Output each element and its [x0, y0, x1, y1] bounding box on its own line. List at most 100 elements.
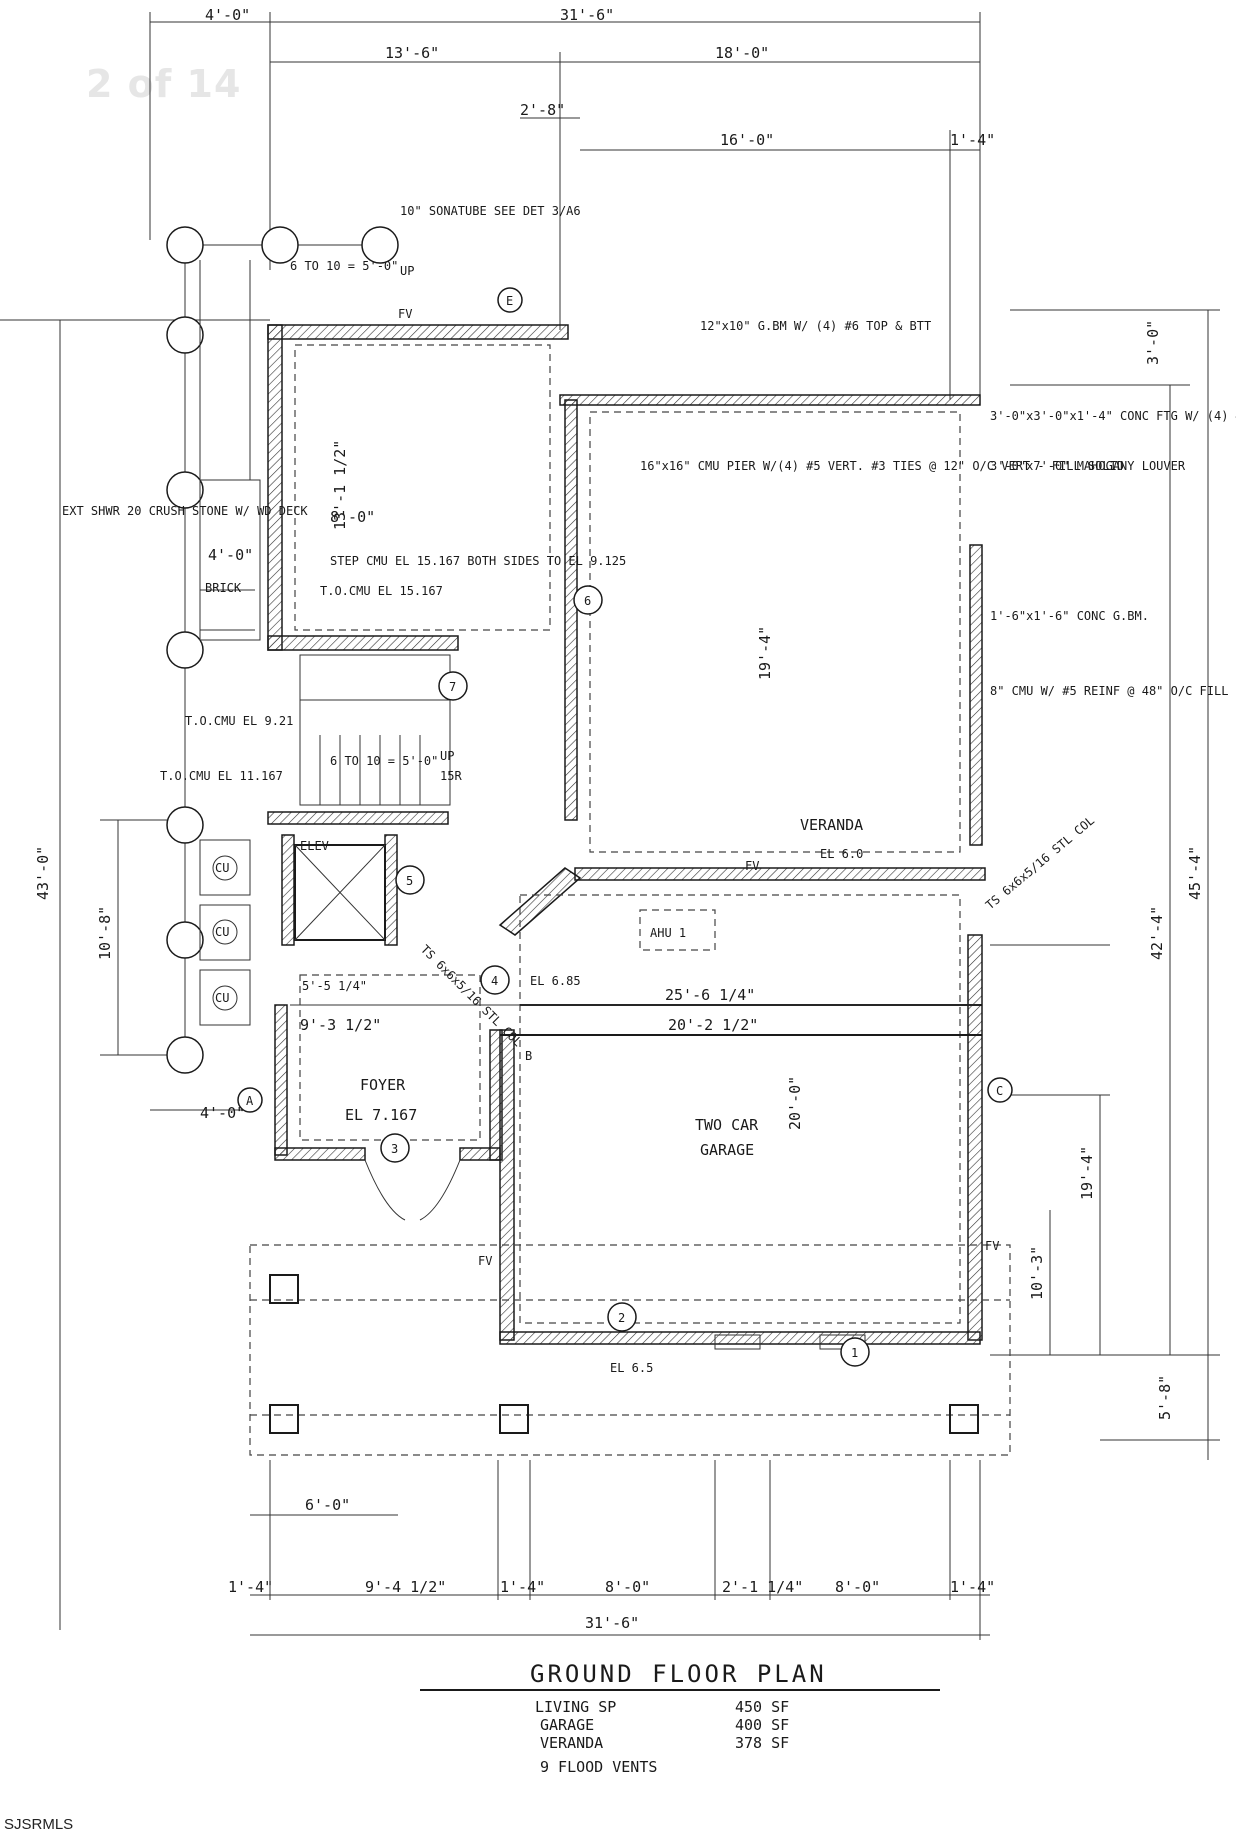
note-beam: 12"x10" G.BM W/ (4) #6 TOP & BTT	[700, 319, 931, 333]
construction-notes: 10" SONATUBE SEE DET 3/A6 12"x10" G.BM W…	[62, 204, 1236, 1375]
flood-vents: 9 FLOOD VENTS	[540, 1758, 657, 1776]
note-ts-col: TS 6x6x5/16 STL COL	[418, 942, 525, 1049]
tag-5: 5	[406, 874, 413, 888]
cu-1: CU	[215, 861, 229, 875]
dim-top-e: 1'-4"	[950, 131, 995, 149]
mls-footer: SJSRMLS	[4, 1816, 74, 1833]
grid-e: E	[506, 294, 513, 308]
label-up-2: UP	[440, 749, 454, 763]
tag-3: 3	[391, 1142, 398, 1156]
tag-1: 1	[851, 1346, 858, 1360]
area-label-2: GARAGE	[540, 1716, 594, 1734]
note-shower: EXT SHWR 20 CRUSH STONE W/ WD DECK	[62, 504, 308, 518]
tag-4: 4	[491, 974, 498, 988]
key-tags: 1 2 3 4 5 6 7 A C E B	[237, 287, 1013, 1367]
area-label-1: LIVING SP	[535, 1698, 616, 1716]
note-step-cmu: STEP CMU EL 15.167 BOTH SIDES TO EL 9.12…	[330, 554, 626, 568]
dim-steps-mid: 6 TO 10 = 5'-0"	[330, 754, 438, 768]
tag-2: 2	[618, 1311, 625, 1325]
label-el-bottom: EL 6.5	[610, 1361, 653, 1375]
label-fv-4: FV	[985, 1239, 999, 1253]
dim-garage-h: 20'-0"	[786, 1076, 804, 1130]
label-el-mid: EL 6.85	[530, 974, 581, 988]
dim-top-d: 16'-0"	[720, 131, 774, 149]
dim-right-c: 10'-3"	[1028, 1246, 1046, 1300]
dim-bot-c: 1'-4"	[500, 1578, 545, 1596]
dim-right-a: 42'-4"	[1148, 906, 1166, 960]
label-up-15r: 15R	[440, 769, 462, 783]
cu-2: CU	[215, 925, 229, 939]
dim-bot-b: 9'-4 1/2"	[365, 1578, 446, 1596]
label-up: UP	[400, 264, 414, 278]
label-brick: BRICK	[205, 581, 242, 595]
dim-mid-b: 20'-2 1/2"	[668, 1016, 758, 1034]
tag-7: 7	[449, 680, 456, 694]
label-garage-1: TWO CAR	[695, 1116, 759, 1134]
note-toc1: T.O.CMU EL 15.167	[320, 584, 443, 598]
dim-left-4ft: 4'-0"	[200, 1104, 245, 1122]
label-foyer: FOYER	[360, 1076, 406, 1094]
dim-top-a: 13'-6"	[385, 44, 439, 62]
note-louver: 3'-0"x7'-0" MAHOGANY LOUVER	[990, 459, 1186, 473]
dim-step-w: 4'-0"	[208, 546, 253, 564]
dim-left-side: 10'-8"	[96, 906, 114, 960]
grid-a: A	[246, 1094, 254, 1108]
tag-6: 6	[584, 594, 591, 608]
label-foyer-el: EL 7.167	[345, 1106, 417, 1124]
dim-right-b: 19'-4"	[1078, 1146, 1096, 1200]
page-count-watermark: 2 of 14	[86, 62, 242, 106]
label-ahu: AHU 1	[650, 926, 686, 940]
porch-footings: 1'-4" 9'-4 1/2" 1'-4" 8'-0" 2'-1 1/4" 8'…	[228, 1244, 1011, 1640]
note-footing: 3'-0"x3'-0"x1'-4" CONC FTG W/ (4) #5 E.W…	[990, 409, 1236, 423]
dim-bot-d: 8'-0"	[605, 1578, 650, 1596]
dim-room-w: 8'-0"	[330, 508, 375, 526]
label-fv-2: FV	[745, 859, 759, 873]
dim-right-total: 45'-4"	[1186, 846, 1204, 900]
room-outlines	[199, 260, 982, 1350]
label-elev: ELEV	[300, 839, 329, 853]
dim-five-four: 5'-5 1/4"	[302, 979, 367, 993]
area-value-1: 450 SF	[735, 1698, 789, 1716]
area-value-3: 378 SF	[735, 1734, 789, 1752]
dim-top-left: 4'-0"	[205, 6, 250, 24]
cmu-walls	[267, 324, 986, 1345]
dim-steps-top: 6 TO 10 = 5'-0"	[290, 259, 398, 273]
label-garage-2: GARAGE	[700, 1141, 754, 1159]
note-signature: 10" SONATUBE SEE DET 3/A6	[400, 204, 581, 218]
dim-foyer-w: 9'-3 1/2"	[300, 1016, 381, 1034]
dim-bot-e: 2'-1 1/4"	[722, 1578, 803, 1596]
label-veranda-el: EL 6.0	[820, 847, 863, 861]
area-value-2: 400 SF	[735, 1716, 789, 1734]
dim-top-total: 31'-6"	[560, 6, 614, 24]
dim-right-e: 5'-8"	[1156, 1375, 1174, 1420]
label-fv-1: FV	[398, 307, 412, 321]
dim-right-d: 3'-0"	[1144, 320, 1162, 365]
dim-bot-total: 31'-6"	[585, 1614, 639, 1632]
plan-title: GROUND FLOOR PLAN	[530, 1660, 827, 1688]
dim-bot-f: 8'-0"	[835, 1578, 880, 1596]
note-pier: 16"x16" CMU PIER W/(4) #5 VERT. #3 TIES …	[640, 459, 1124, 473]
interior-dimensions: 25'-6 1/4" 20'-2 1/2" 9'-3 1/2" 20'-0" 1…	[208, 259, 980, 1130]
label-fv-3: FV	[478, 1254, 492, 1268]
note-toc2: T.O.CMU EL 9.21	[185, 714, 293, 728]
dim-bot-six: 6'-0"	[305, 1496, 350, 1514]
area-label-3: VERANDA	[540, 1734, 603, 1752]
dim-bot-g: 1'-4"	[950, 1578, 995, 1596]
right-dimensions: 45'-4" 42'-4" 19'-4" 10'-3" 3'-0" 5'-8"	[990, 309, 1220, 1460]
grid-columns: CU CU CU	[166, 226, 399, 1074]
note-toc3: T.O.CMU EL 11.167	[160, 769, 283, 783]
note-cmu: 8" CMU W/ #5 REINF @ 48" O/C FILL SOLID …	[990, 684, 1236, 698]
dim-veranda-h: 19'-4"	[756, 626, 774, 680]
top-dimensions: 4'-0" 31'-6" 13'-6" 18'-0" 2'-8" 16'-0" …	[149, 6, 995, 400]
dim-mid-a: 25'-6 1/4"	[665, 986, 755, 1004]
dim-top-c: 2'-8"	[520, 101, 565, 119]
dim-room-h: 13'-1 1/2"	[331, 440, 349, 530]
title-block: GROUND FLOOR PLAN LIVING SP 450 SF GARAG…	[420, 1660, 940, 1776]
left-dimensions: 43'-0" 10'-8" 4'-0"	[0, 319, 270, 1630]
grid-c: C	[996, 1084, 1003, 1098]
dim-left-total: 43'-0"	[34, 846, 52, 900]
grid-b: B	[525, 1049, 532, 1063]
cu-3: CU	[215, 991, 229, 1005]
note-ts-col-2: TS 6x6x5/16 STL COL	[983, 813, 1097, 912]
